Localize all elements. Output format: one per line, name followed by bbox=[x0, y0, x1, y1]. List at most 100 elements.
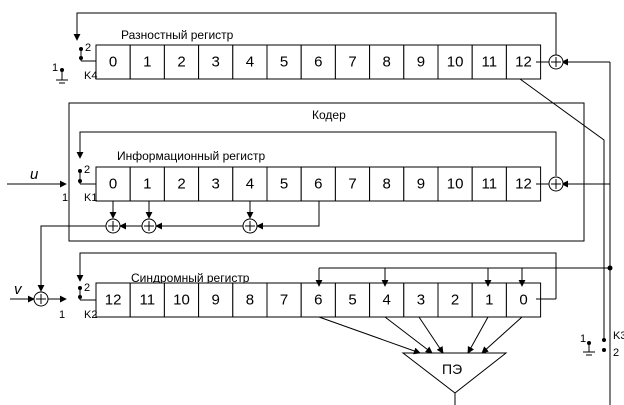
register-cell-label: 8 bbox=[383, 54, 391, 71]
syndrome-input-adder bbox=[33, 291, 49, 307]
diff-switch-label: K4 bbox=[84, 70, 97, 82]
syndrome-switch-k2: 2 K2 1 bbox=[59, 282, 97, 321]
register-cell: 7 bbox=[334, 44, 371, 80]
register-cell-label: 11 bbox=[140, 292, 156, 309]
register-cell-label: 2 bbox=[177, 176, 185, 193]
register-cell: 1 bbox=[471, 282, 507, 318]
register-cell: 7 bbox=[334, 166, 371, 202]
register-cell: 12 bbox=[95, 282, 131, 318]
diff-adder bbox=[548, 54, 564, 70]
register-cell-label: 0 bbox=[519, 292, 527, 309]
register-cell-label: 6 bbox=[314, 176, 322, 193]
pe-label: ПЭ bbox=[442, 361, 462, 377]
info-switch-label: K1 bbox=[84, 192, 97, 204]
register-cell: 2 bbox=[437, 282, 473, 318]
register-cell: 0 bbox=[95, 166, 131, 202]
register-cell-label: 11 bbox=[482, 176, 498, 193]
register-cell: 4 bbox=[369, 282, 405, 318]
k3-pos1: 1 bbox=[580, 333, 586, 345]
register-cell: 9 bbox=[403, 44, 439, 80]
register-cell: 7 bbox=[266, 282, 302, 318]
register-cell-label: 6 bbox=[314, 54, 322, 71]
register-cell: 1 bbox=[129, 166, 165, 202]
syndrome-switch-pos2: 2 bbox=[84, 282, 90, 294]
register-cell-label: 8 bbox=[246, 292, 254, 309]
register-cell: 10 bbox=[437, 44, 473, 80]
register-cell: 10 bbox=[437, 166, 473, 202]
register-cell: 2 bbox=[163, 44, 200, 80]
coder-frame bbox=[68, 102, 585, 242]
k3-label: K3 bbox=[613, 330, 624, 342]
diff-register-switch-k4: 2 K4 1 bbox=[52, 42, 97, 84]
register-cell: 3 bbox=[198, 44, 234, 80]
coder-title: Кодер bbox=[312, 108, 346, 122]
info-adder bbox=[548, 176, 564, 192]
register-cell: 11 bbox=[471, 166, 507, 202]
input-u-label: u bbox=[30, 166, 39, 183]
register-cell: 9 bbox=[403, 166, 439, 202]
register-cell-label: 2 bbox=[451, 292, 459, 309]
register-cell: 8 bbox=[369, 44, 405, 80]
register-cell: 10 bbox=[163, 282, 200, 318]
register-cell: 2 bbox=[163, 166, 200, 202]
info-switch-pos1: 1 bbox=[62, 192, 68, 204]
k3-pos2: 2 bbox=[613, 347, 619, 359]
register-cell-label: 12 bbox=[515, 54, 532, 71]
register-cell: 9 bbox=[198, 282, 234, 318]
register-cell: 6 bbox=[300, 166, 336, 202]
register-cell-label: 2 bbox=[177, 54, 185, 71]
register-cell-label: 9 bbox=[417, 176, 425, 193]
register-cell-label: 1 bbox=[143, 176, 151, 193]
input-v-label: v bbox=[14, 281, 23, 298]
register-cell-label: 1 bbox=[143, 54, 151, 71]
register-cell-label: 9 bbox=[417, 54, 425, 71]
register-cell-label: 7 bbox=[348, 176, 356, 193]
register-cell-label: 4 bbox=[246, 176, 254, 193]
diff-register-title: Разностный регистр bbox=[121, 28, 234, 42]
register-cell-label: 1 bbox=[485, 292, 493, 309]
register-cell: 0 bbox=[95, 44, 131, 80]
register-cell-label: 10 bbox=[447, 176, 464, 193]
pe-block: ПЭ bbox=[318, 316, 523, 405]
register-cell-label: 5 bbox=[348, 292, 356, 309]
register-cell-label: 4 bbox=[383, 292, 391, 309]
register-cell: 12 bbox=[505, 166, 542, 202]
register-cell: 1 bbox=[129, 44, 165, 80]
register-cell: 4 bbox=[232, 166, 268, 202]
register-cell: 6 bbox=[300, 282, 336, 318]
register-cell-label: 10 bbox=[173, 292, 190, 309]
diff-switch-pos2: 2 bbox=[85, 42, 91, 54]
register-cell-label: 9 bbox=[212, 292, 220, 309]
register-cell: 5 bbox=[266, 44, 302, 80]
register-cell-label: 3 bbox=[417, 292, 425, 309]
register-cell: 0 bbox=[505, 282, 542, 318]
info-switch-pos2: 2 bbox=[84, 164, 90, 176]
register-cell-label: 12 bbox=[105, 292, 122, 309]
info-register-title: Информационный регистр bbox=[117, 149, 265, 163]
info-switch-k1: 2 K1 1 bbox=[62, 164, 97, 204]
register-cell-label: 0 bbox=[109, 176, 117, 193]
register-cell: 11 bbox=[129, 282, 165, 318]
register-cell-label: 12 bbox=[515, 176, 532, 193]
info-feedback-taps bbox=[37, 201, 320, 292]
register-cell: 5 bbox=[266, 166, 302, 202]
register-cell: 4 bbox=[232, 44, 268, 80]
diff-switch-pos1: 1 bbox=[52, 62, 58, 74]
register-cell: 12 bbox=[505, 44, 542, 80]
register-cell: 8 bbox=[232, 282, 268, 318]
register-cell: 11 bbox=[471, 44, 507, 80]
register-cell-label: 3 bbox=[212, 54, 220, 71]
register-cell: 5 bbox=[334, 282, 371, 318]
register-cell-label: 7 bbox=[280, 292, 288, 309]
register-cell-label: 5 bbox=[280, 54, 288, 71]
register-cell-label: 8 bbox=[383, 176, 391, 193]
register-cell-label: 4 bbox=[246, 54, 254, 71]
register-cell-label: 7 bbox=[348, 54, 356, 71]
register-cell: 6 bbox=[300, 44, 336, 80]
register-cell-label: 0 bbox=[109, 54, 117, 71]
register-cell-label: 6 bbox=[314, 292, 322, 309]
k3-switch: K3 2 1 bbox=[580, 330, 624, 359]
